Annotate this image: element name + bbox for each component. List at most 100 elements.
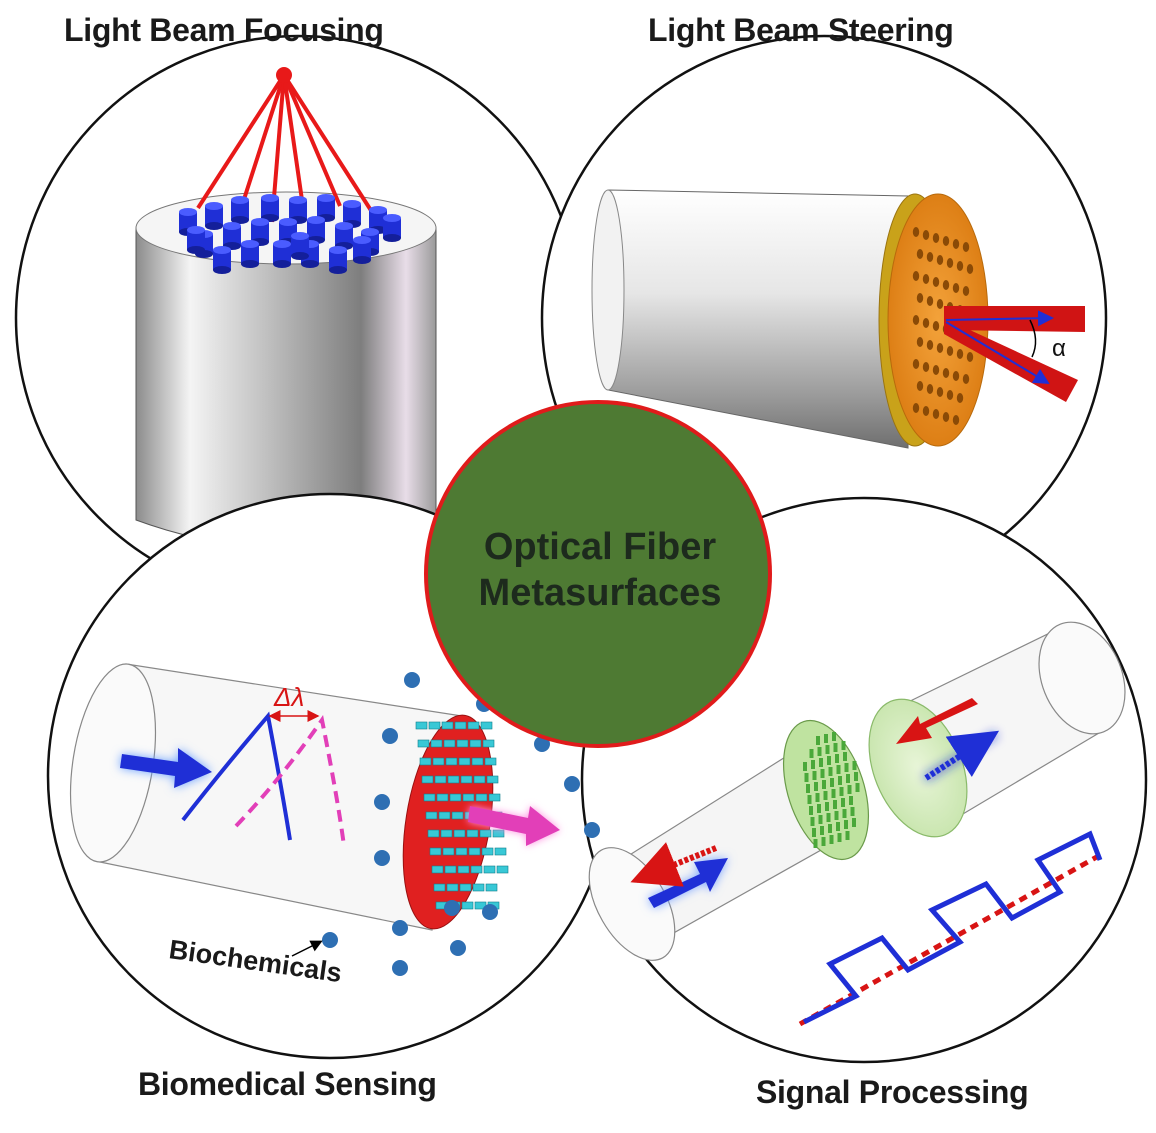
nanobar bbox=[447, 775, 460, 784]
nanobar bbox=[461, 901, 474, 910]
biochemical-dot bbox=[374, 794, 390, 810]
alpha-label: α bbox=[1052, 335, 1066, 362]
green-nanobar bbox=[815, 793, 820, 802]
nanobar bbox=[427, 829, 440, 838]
nanohole bbox=[932, 409, 940, 419]
nanobar bbox=[443, 739, 456, 748]
nanobar bbox=[462, 793, 475, 802]
nanohole bbox=[932, 365, 940, 375]
green-nanobar bbox=[818, 815, 823, 824]
green-nanobar bbox=[849, 796, 853, 805]
biochemical-dot bbox=[392, 960, 408, 976]
center-circle bbox=[424, 400, 772, 748]
nanohole bbox=[966, 352, 974, 362]
nanohole bbox=[916, 249, 924, 259]
green-nanobar bbox=[827, 756, 831, 765]
spectrum-curves bbox=[181, 710, 346, 847]
nanohole bbox=[926, 252, 934, 262]
green-nanobar bbox=[810, 817, 815, 826]
green-nanobar bbox=[813, 839, 818, 848]
biochemical-dot bbox=[450, 940, 466, 956]
nanobar bbox=[425, 811, 438, 820]
green-nanobar bbox=[828, 767, 833, 776]
nanobar bbox=[434, 775, 447, 784]
nanohole bbox=[946, 346, 954, 356]
green-nanobar bbox=[817, 804, 821, 813]
biochemical-dot bbox=[392, 920, 408, 936]
nanohole bbox=[932, 321, 940, 331]
green-nanobar bbox=[814, 782, 818, 791]
nanopillar bbox=[317, 194, 335, 222]
nanohole bbox=[926, 384, 934, 394]
green-nanobar bbox=[825, 745, 830, 754]
green-nanobar bbox=[816, 736, 820, 745]
nanobar bbox=[482, 739, 495, 748]
green-nanobar bbox=[820, 769, 825, 778]
green-nanobar bbox=[806, 784, 810, 793]
nanohole bbox=[916, 293, 924, 303]
nanobar bbox=[467, 721, 480, 730]
nanohole bbox=[912, 227, 920, 237]
nanobar bbox=[423, 793, 436, 802]
nanopillar bbox=[261, 194, 279, 222]
nanobar bbox=[445, 757, 458, 766]
processing-metasurface bbox=[803, 732, 860, 848]
nanobar bbox=[488, 793, 501, 802]
nanohole bbox=[942, 236, 950, 246]
green-nanobar bbox=[809, 749, 814, 758]
nanobar bbox=[415, 721, 428, 730]
green-nanobar bbox=[852, 818, 856, 827]
label-signal-processing: Signal Processing bbox=[756, 1074, 1029, 1110]
green-nanobar bbox=[828, 824, 832, 833]
nanobar bbox=[469, 739, 482, 748]
nanopillar bbox=[353, 236, 371, 264]
steering-nanoholes bbox=[912, 227, 974, 425]
nanobar bbox=[444, 865, 457, 874]
nanopillar bbox=[187, 226, 205, 254]
nanobar bbox=[441, 721, 454, 730]
nanohole bbox=[952, 239, 960, 249]
nanohole bbox=[952, 283, 960, 293]
nanobar bbox=[438, 811, 451, 820]
nanohole bbox=[946, 390, 954, 400]
biochemical-dot bbox=[374, 850, 390, 866]
biochemical-dot bbox=[482, 904, 498, 920]
processing-fibers bbox=[588, 621, 1126, 961]
green-nanobar bbox=[825, 802, 829, 811]
nanobar bbox=[466, 829, 479, 838]
nanobar bbox=[472, 883, 485, 892]
label-biomedical-sensing: Biomedical Sensing bbox=[138, 1066, 437, 1102]
nanobar bbox=[492, 829, 505, 838]
green-nanobar bbox=[836, 765, 841, 774]
green-nanobar bbox=[854, 772, 858, 781]
green-nanobar bbox=[841, 741, 846, 750]
green-nanobar bbox=[839, 787, 844, 796]
green-nanobar bbox=[819, 758, 823, 767]
nanohole bbox=[912, 271, 920, 281]
biochemical-dot bbox=[382, 728, 398, 744]
nanobar bbox=[436, 793, 449, 802]
center-title-line1: Optical Fiber bbox=[483, 526, 717, 568]
green-nanobar bbox=[833, 800, 837, 809]
nanobar bbox=[471, 757, 484, 766]
nanobar bbox=[480, 721, 493, 730]
nanopillar bbox=[213, 246, 231, 274]
green-nanobar bbox=[846, 774, 850, 783]
green-nanobar bbox=[826, 813, 831, 822]
nanohole bbox=[926, 296, 934, 306]
green-nanobar bbox=[824, 734, 828, 743]
nanobar bbox=[451, 811, 464, 820]
nanohole bbox=[936, 255, 944, 265]
nanohole bbox=[946, 258, 954, 268]
green-nanobar bbox=[811, 760, 815, 769]
nanohole bbox=[962, 242, 970, 252]
nanobar bbox=[470, 865, 483, 874]
green-nanobar bbox=[822, 780, 826, 789]
green-nanobar bbox=[812, 828, 816, 837]
focusing-beams bbox=[196, 73, 374, 223]
nanopillar bbox=[291, 232, 309, 260]
nanohole bbox=[936, 299, 944, 309]
green-nanobar bbox=[847, 785, 852, 794]
